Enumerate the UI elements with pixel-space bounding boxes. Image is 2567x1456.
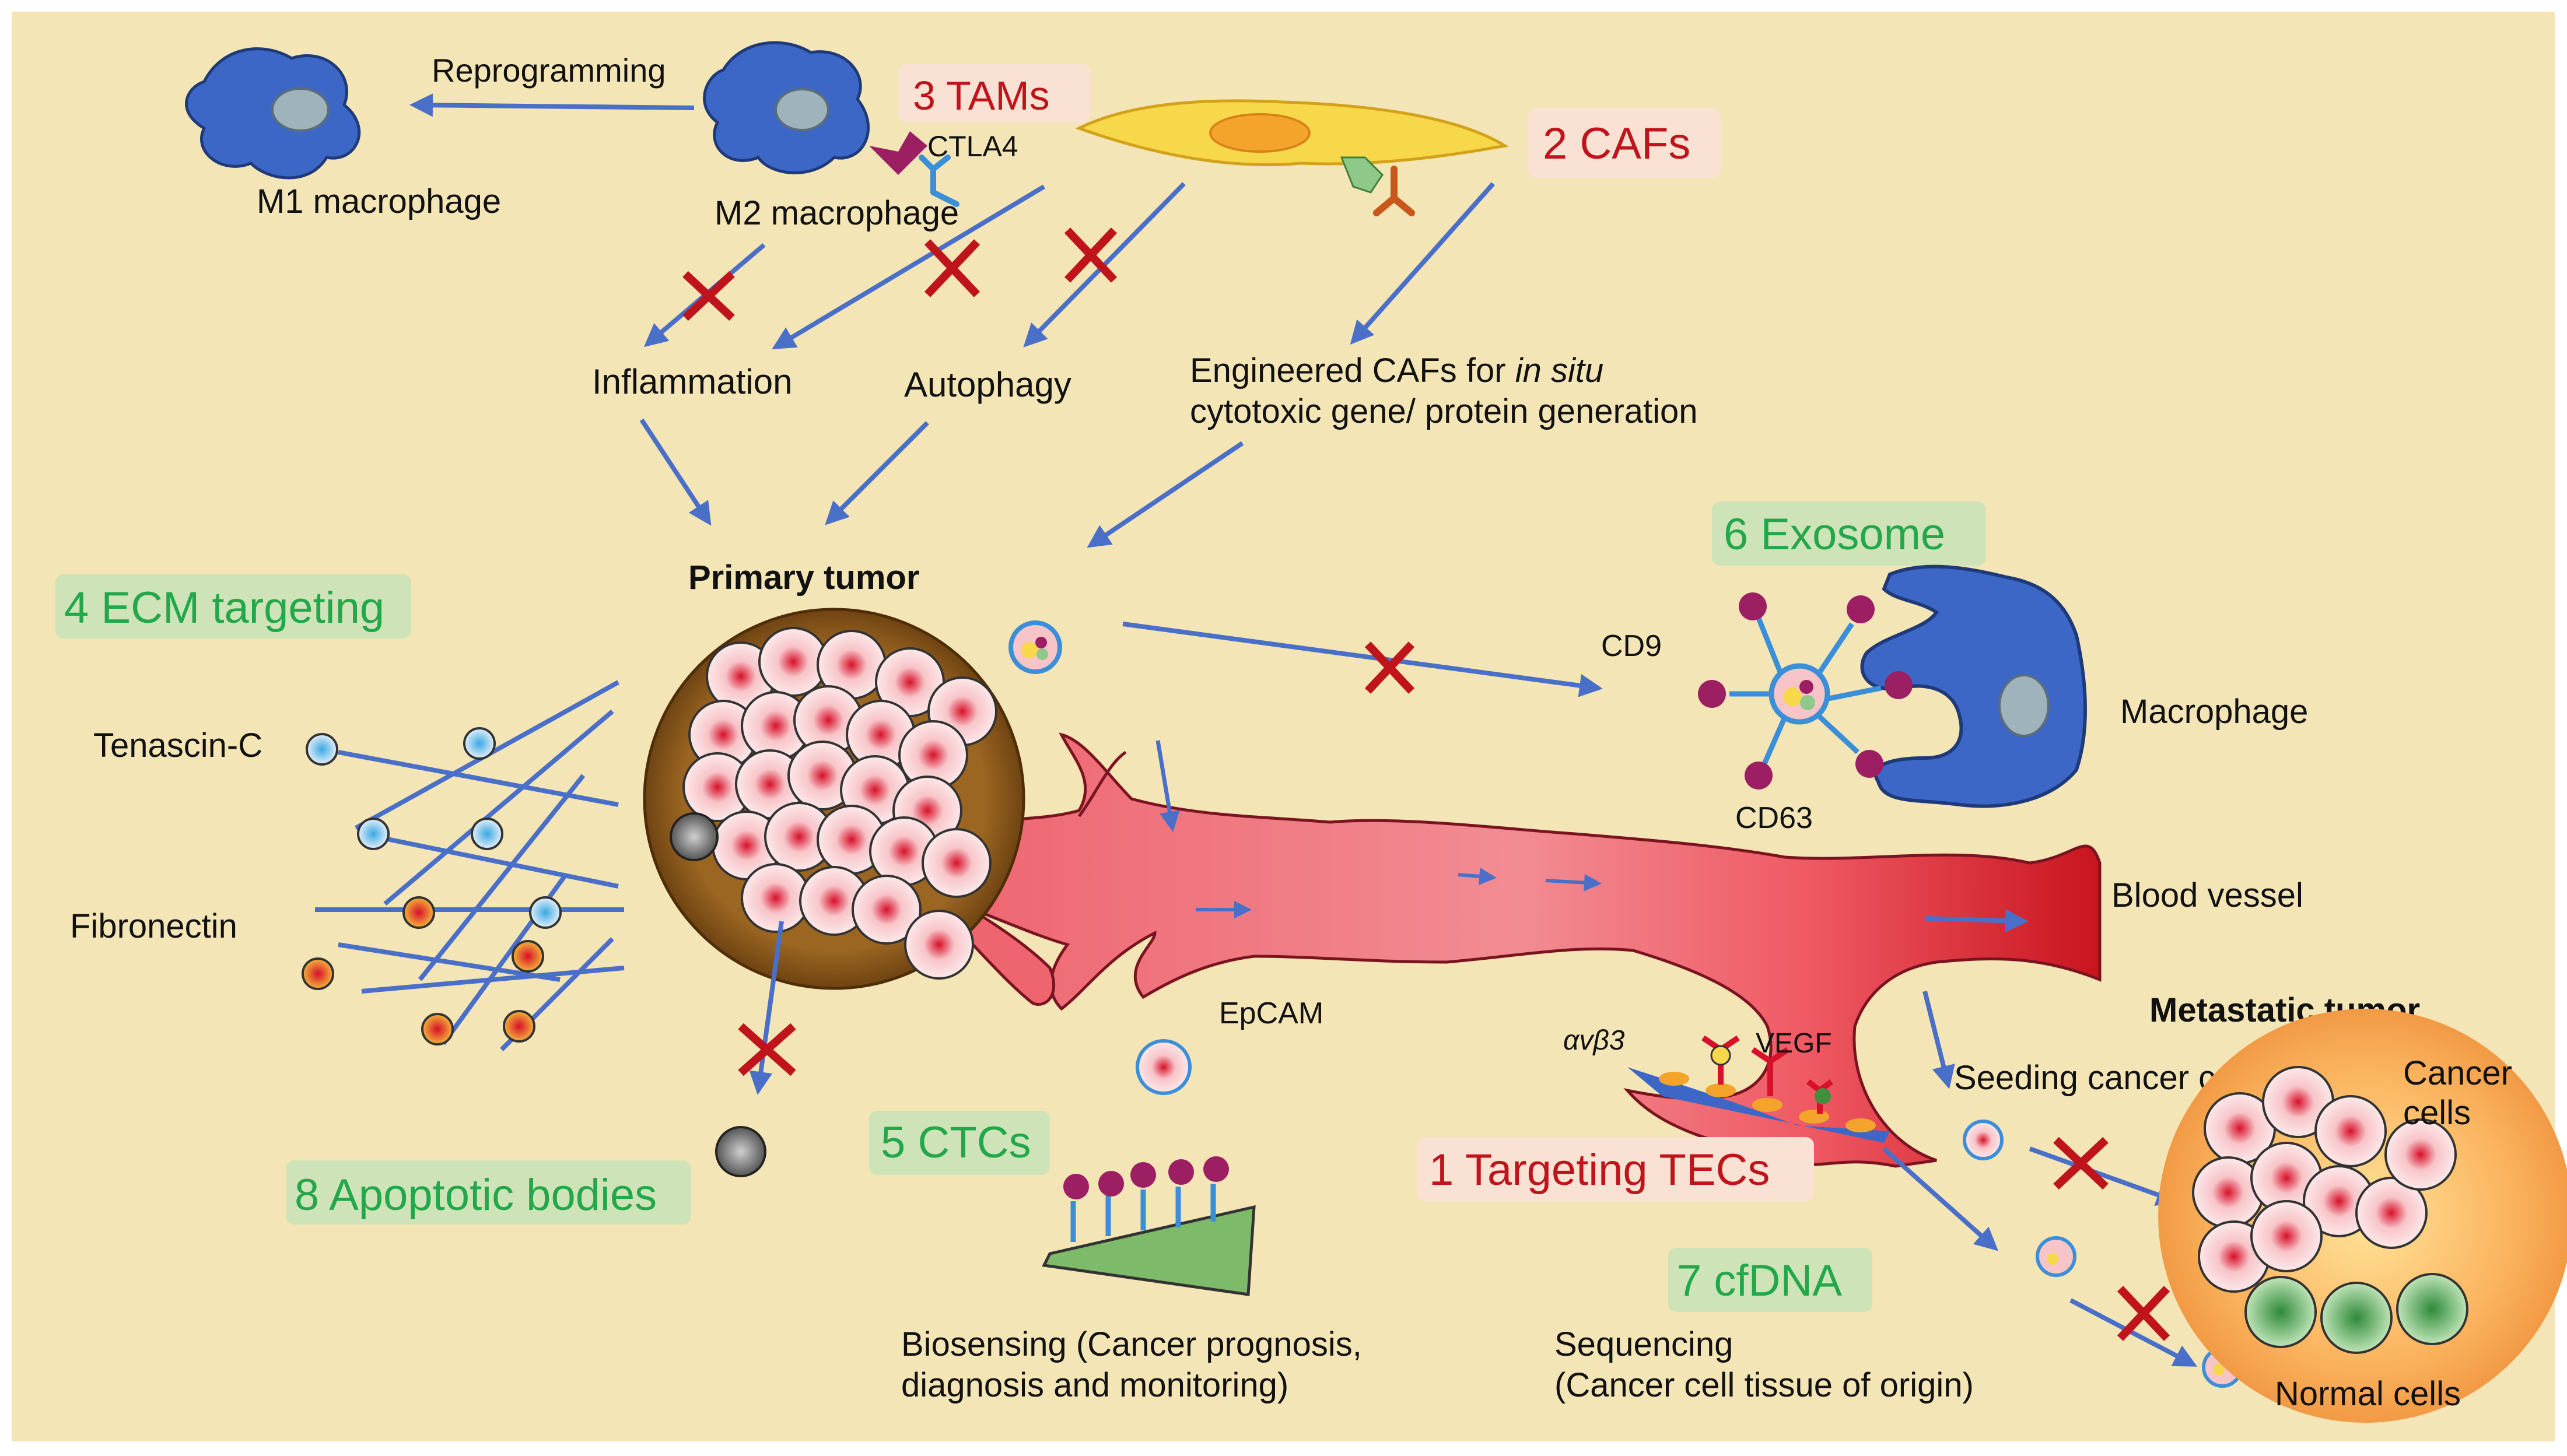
seeding-cell xyxy=(1963,1120,2004,1160)
cross-seeding xyxy=(2053,1136,2109,1190)
engineered-tumor-arrow xyxy=(1087,441,1244,548)
primary-tumor-cell xyxy=(922,828,992,898)
engineered-cafs-label: Engineered CAFs for in situ xyxy=(1190,352,1603,390)
sequencing-line1: Sequencing xyxy=(1554,1325,1733,1363)
tecs-box xyxy=(1417,1137,1814,1201)
metastatic-cancer-cell xyxy=(2314,1095,2387,1167)
exosome-macrophage xyxy=(1860,564,2087,808)
tams-box xyxy=(898,64,1091,122)
cafs-label: 2 CAFs xyxy=(1543,119,1690,169)
biosensing-line1: Biosensing (Cancer prognosis, xyxy=(901,1325,1362,1363)
normal-cells-label: Normal cells xyxy=(2275,1375,2461,1413)
cfdna-box xyxy=(1668,1248,1872,1312)
reprogramming-label: Reprogramming xyxy=(432,52,666,89)
metastatic-cancer-cell xyxy=(2250,1200,2323,1272)
apoptotic-box xyxy=(286,1160,691,1225)
normal-cells xyxy=(2244,1273,2468,1354)
biosensor-chip xyxy=(1042,1156,1256,1296)
fibronectin-label: Fibronectin xyxy=(70,907,237,945)
m2-macrophage xyxy=(703,41,870,174)
blood-vessel-label: Blood vessel xyxy=(2111,876,2303,914)
ecm-label: 4 ECM targeting xyxy=(64,583,384,633)
cancer-cells-line2: cells xyxy=(2403,1094,2471,1132)
inflammation-tumor-arrow xyxy=(639,418,712,526)
tams-label: 3 TAMs xyxy=(913,73,1050,118)
cross-normal xyxy=(2117,1286,2170,1341)
epcam-label: EpCAM xyxy=(1219,997,1323,1030)
cancer-cells-line1: Cancer xyxy=(2403,1054,2512,1092)
exosome-box xyxy=(1712,501,1986,566)
ecm-box xyxy=(55,574,411,638)
circulating-normal-arrow xyxy=(2069,1298,2198,1367)
cross-exosome xyxy=(1364,641,1415,694)
ecm-fibers xyxy=(315,680,625,1051)
biosensing-line2: diagnosis and monitoring) xyxy=(901,1366,1288,1404)
ctcs-label: 5 CTCs xyxy=(881,1118,1031,1167)
primary-tumor-cell xyxy=(852,875,922,945)
circulating-cell-1 xyxy=(2036,1236,2076,1277)
caf-inflammation-arrow xyxy=(772,184,1046,350)
cross-caf-autophagy xyxy=(1064,227,1118,283)
cross-caf-inflammation xyxy=(924,239,980,297)
cfdna-cell-arrow xyxy=(1882,1147,1998,1251)
exosome-near-tumor xyxy=(1008,620,1062,674)
ecm-dots xyxy=(302,727,562,1045)
sequencing-line2: (Cancer cell tissue of origin) xyxy=(1554,1366,1974,1404)
apoptotic-body xyxy=(715,1126,766,1177)
autophagy-label: Autophagy xyxy=(904,365,1071,404)
exosome-macrophage-label: Macrophage xyxy=(2120,693,2308,731)
metastatic-tumor-cells xyxy=(2192,1066,2457,1293)
primary-tumor-cells xyxy=(682,627,997,980)
metastatic-cancer-cell xyxy=(2355,1177,2428,1249)
cfdna-release-arrow xyxy=(1155,740,1180,832)
engineered-cafs-line2: cytotoxic gene/ protein generation xyxy=(1190,392,1698,430)
tecs-label: 1 Targeting TECs xyxy=(1429,1145,1770,1195)
ctla4-label: CTLA4 xyxy=(927,130,1018,163)
cd63-label: CD63 xyxy=(1735,801,1813,835)
caf-autophagy-arrow xyxy=(1023,182,1186,348)
apoptotic-body-arrow xyxy=(749,921,784,1095)
ctcs-box xyxy=(869,1111,1050,1175)
exosome-label: 6 Exosome xyxy=(1724,510,1945,559)
caf-cell xyxy=(1075,99,1509,216)
apoptotic-label: 8 Apoptotic bodies xyxy=(295,1170,657,1220)
cross-apoptotic xyxy=(738,1023,796,1076)
avb3-label: αvβ3 xyxy=(1563,1025,1625,1056)
m1-macrophage xyxy=(185,47,361,180)
exosome-arrow xyxy=(1122,622,1603,697)
m1-label: M1 macrophage xyxy=(257,183,501,220)
seeding-tumor-arrow xyxy=(2029,1146,2180,1206)
reprogramming-arrow xyxy=(409,93,695,117)
metastatic-cancer-cell xyxy=(2384,1118,2457,1191)
seeding-down-arrow xyxy=(1922,991,1955,1089)
cfdna-label: 7 cfDNA xyxy=(1677,1256,1842,1306)
inflammation-label: Inflammation xyxy=(592,362,792,401)
cafs-box xyxy=(1528,108,1721,178)
vessel-flow-arrow xyxy=(1924,909,2029,933)
autophagy-tumor-arrow xyxy=(825,421,929,525)
ctc-cell xyxy=(1136,1039,1192,1095)
ctla4-receptor xyxy=(869,131,959,207)
cross-m2-inflammation xyxy=(682,271,735,321)
exosome-particle xyxy=(1698,592,1913,790)
m2-label: M2 macrophage xyxy=(715,194,959,232)
primary-tumor-cell xyxy=(904,910,974,980)
caf-engineered-arrow xyxy=(1350,182,1495,345)
cd9-label: CD9 xyxy=(1601,629,1662,663)
apoptotic-cell xyxy=(670,812,719,861)
vessel-flow-marks xyxy=(1196,868,1602,918)
tenascin-label: Tenascin-C xyxy=(93,727,262,764)
tec-endothelial-strip xyxy=(1627,1035,1890,1143)
vegf-label: VEGF xyxy=(1756,1028,1832,1059)
primary-tumor-label: Primary tumor xyxy=(688,559,919,597)
